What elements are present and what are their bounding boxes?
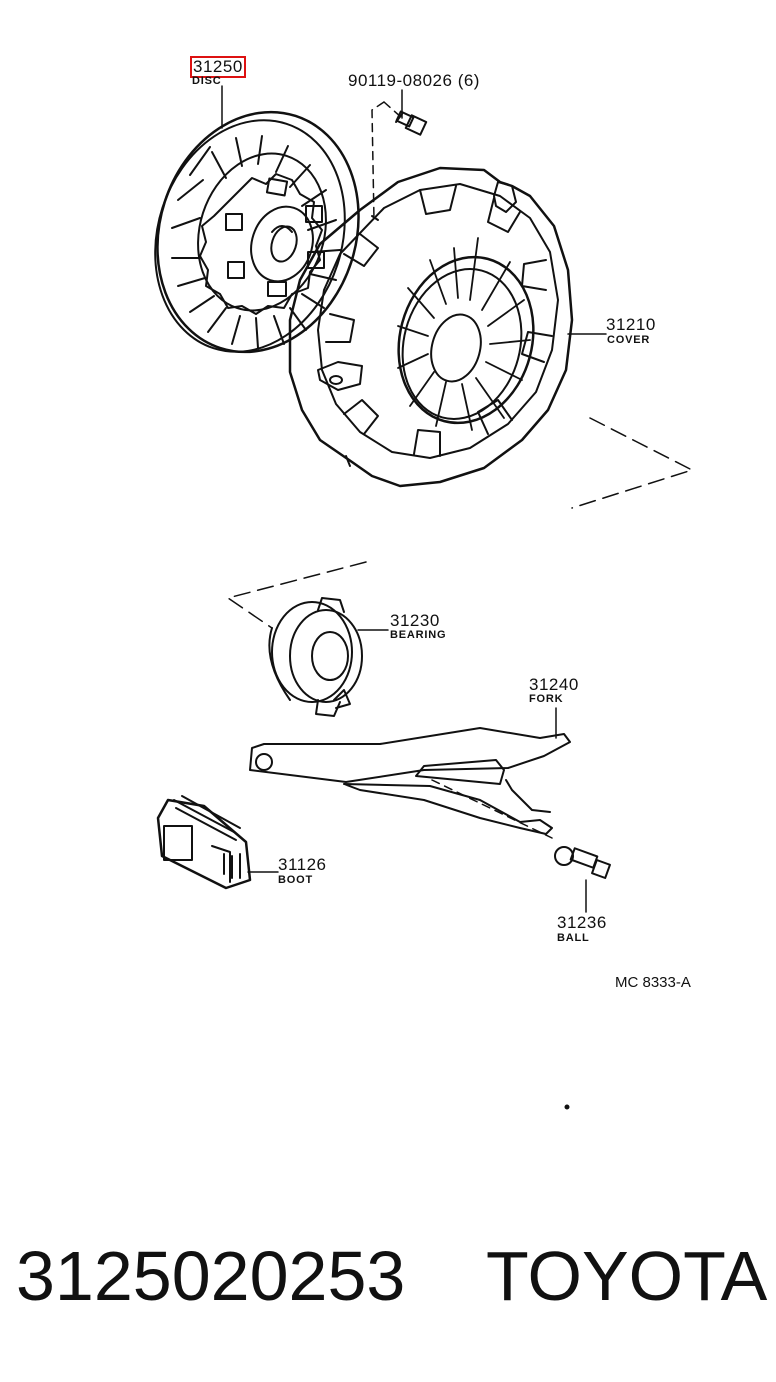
bearing-part-number[interactable]: 31230 [390,611,440,630]
boot-label: BOOT [278,874,313,886]
fork-part-number[interactable]: 31240 [529,675,579,694]
ball-part-number[interactable]: 31236 [557,913,607,932]
boot-drawing [156,795,252,890]
footer-part-number: 3125020253 [16,1237,406,1315]
disc-part-number[interactable]: 31250 [190,56,246,78]
ball-label: BALL [557,932,590,944]
release-bearing-drawing [268,597,363,717]
cover-label: COVER [607,334,651,346]
bolt-part-number[interactable]: 90119-08026 (6) [348,72,480,90]
disc-label: DISC [192,75,222,87]
bearing-label: BEARING [390,629,447,641]
clutch-cover-drawing [288,166,574,488]
release-fork-drawing [249,727,571,839]
boot-part-number[interactable]: 31126 [278,855,327,874]
clutch-disc-drawing [154,110,360,354]
bolt-drawing [395,89,428,136]
bolt-number: 90119-08026 [348,71,453,90]
bolt-qty: (6) [457,71,480,90]
cover-part-number[interactable]: 31210 [606,315,656,334]
fork-label: FORK [529,693,564,705]
footer-brand: TOYOTA [486,1237,768,1315]
pivot-ball-drawing [554,846,611,879]
diagram-code: MC 8333-A [615,974,691,991]
